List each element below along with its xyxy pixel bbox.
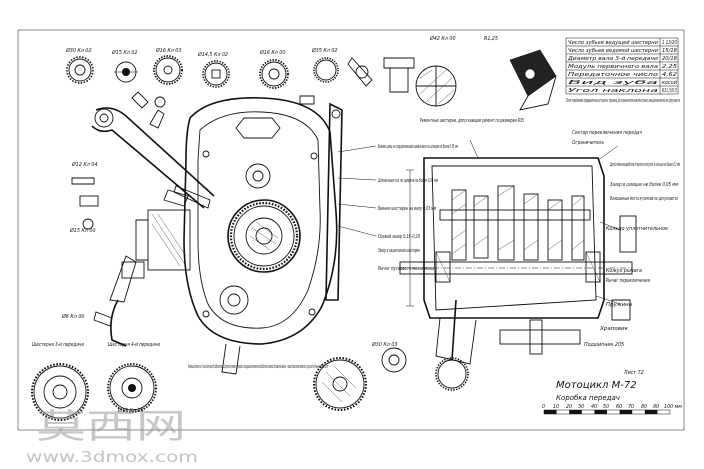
gearbox-housing (173, 97, 343, 345)
note: Рычаг пускового механизма (378, 266, 434, 272)
top-detail-row (66, 49, 557, 111)
dim-label: Ø35 Кл 02 (311, 47, 338, 54)
spec-row-value: 15/18 (662, 48, 678, 54)
sheet-border (17, 29, 685, 431)
note: Биение шлиц на подшипниковой шейке вала … (378, 144, 458, 150)
spec-row-label: Угол наклона (568, 88, 658, 94)
spec-row-value: 1 13/20 (662, 40, 678, 46)
dim-label: Ø14,5 Кл 02 (197, 51, 228, 58)
sheet-number: Лист 72 (623, 370, 644, 376)
watermark-logo-text: 莫西网 (36, 407, 186, 447)
note: Ремонтные шестерни, допускающие ремонт п… (420, 118, 524, 124)
dim-label: Ø15 Кл 05 (117, 407, 144, 414)
watermark: 莫西网 www.3dmox.com (26, 407, 198, 466)
bottom-gear-details (31, 319, 581, 421)
scale-tick: 70 (628, 404, 634, 410)
scale-tick: 60 (616, 404, 622, 410)
spec-row-value: 2,25 (662, 64, 678, 70)
note: Допустимая выработка плоскости втулок в … (610, 162, 681, 168)
spec-row-label: Число зубьев ведущей шестерни (568, 40, 659, 46)
scale-tick: 10 (553, 404, 559, 410)
scale-tick: 40 (591, 404, 597, 410)
dim-label: Ø15 Кл 00 (69, 227, 96, 234)
top-note: После торможения предварительно отпускат… (566, 98, 680, 104)
spec-row-label: Вид зуба (568, 80, 658, 86)
note: Шестерня 3-й передачи (32, 342, 84, 348)
note: Рычаг переключения (606, 278, 650, 284)
note: Пружина (606, 302, 632, 308)
note: Кожух рычага (606, 268, 642, 274)
scale-tick: 0 (542, 404, 545, 410)
scale-tick: 20 (566, 404, 572, 410)
note: Шпоночный паз по ширине не более 0,05 мм (378, 178, 438, 184)
scale-tick: 50 (603, 404, 609, 410)
note: Кольцо уплотнительное (606, 226, 668, 232)
spec-row-label: Модуль первичного вала (568, 64, 658, 70)
note: Изношенные места кулачков не допускаются (610, 196, 678, 202)
dim-label: Ø16 Кл 03 (155, 47, 182, 54)
dim-label: Ø15 Кл 02 (111, 49, 138, 56)
bottom-note: Размеры шестерен: вал 4, и шестерня разм… (188, 364, 328, 370)
scale-tick: 80 (641, 404, 647, 410)
dim-label: Ø12 Кл 04 (71, 161, 98, 168)
spec-row-value: 20/18 (662, 56, 678, 62)
drawing-title-model: Мотоцикл М-72 (556, 380, 637, 391)
spec-row-label: Диаметр вала 3-й передачи (567, 56, 659, 62)
spec-row-label: Число зубьев ведомой шестерни (568, 48, 659, 54)
note: Шестерня 4-й передачи (108, 342, 160, 348)
note: Сектор переключения передач (572, 130, 642, 136)
scale-tick: 100 мм (664, 404, 682, 410)
dim-label: R1,25 (484, 36, 498, 42)
dim-label: Ø30 Кл 02 (65, 47, 92, 54)
note: Храповик (599, 326, 628, 332)
note: Зазор в шлицах не более 0,05 мм (610, 182, 678, 188)
title-block: Лист 72 Мотоцикл М-72 Коробка передач 0 … (542, 370, 682, 415)
note: Ограничитель (572, 140, 604, 146)
dim-label: Ø16 Кл 00 (259, 49, 286, 56)
note: Осевой зазор 0,15–0,20 (378, 234, 420, 240)
clutch-lever-assembly (71, 107, 215, 347)
note: Подшипник 205 (584, 342, 624, 348)
dim-label: Ø42 Кл 00 (429, 35, 456, 42)
drawing-title-part: Коробка передач (556, 394, 620, 402)
dim-label: Ø6 Кл 00 (61, 313, 84, 320)
spec-row-value: 4,62 (662, 72, 677, 78)
leader-lines (337, 139, 621, 305)
dim-label: Ø30 Кл 03 (371, 341, 398, 348)
scale-tick: 30 (578, 404, 584, 410)
scale-bar: 0 10 20 30 40 50 60 70 80 90 100 мм (542, 404, 682, 415)
spec-row-value: косой (662, 80, 678, 86)
spec-row-label: Передаточное число (568, 72, 658, 78)
note: Биение шестерен на валу 0,03 мм (378, 206, 436, 212)
dimension-labels: Ø30 Кл 02 Ø15 Кл 02 Ø16 Кл 03 Ø14,5 Кл 0… (61, 35, 498, 414)
watermark-url: www.3dmox.com (26, 448, 198, 466)
note: Зазор в зацеплении шестерен (378, 248, 420, 254)
scale-tick: 90 (653, 404, 659, 410)
callout-notes: Биение шлиц на подшипниковой шейке вала … (32, 118, 680, 348)
gearbox-cross-section (399, 157, 637, 365)
spec-table: Число зубьев ведущей шестерни 1 13/20 Чи… (565, 37, 679, 95)
spec-row-value: R31,5/0,5 (662, 88, 677, 94)
